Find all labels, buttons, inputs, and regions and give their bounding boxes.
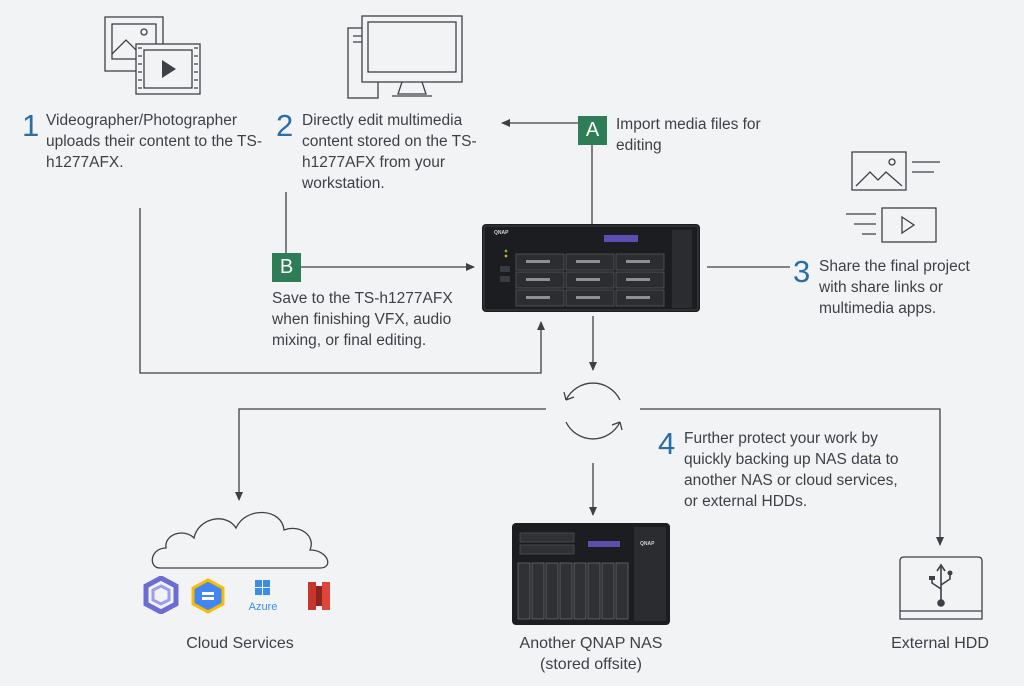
step-3-text: Share the final project with share links… [819, 258, 970, 317]
azure-label: Azure [249, 601, 278, 613]
workstation-icon [347, 15, 463, 99]
step-1-text: Videographer/Photographer uploads their … [46, 112, 262, 171]
offsite-nas-label-line2: (stored offsite) [540, 656, 642, 673]
share-media-icon [846, 151, 940, 243]
badge-a: A [578, 116, 607, 145]
step-1-number: 1 [22, 108, 40, 143]
badge-a-text: Import media files for editing [616, 116, 761, 154]
offsite-nas-label-line1: Another QNAP NAS [519, 635, 663, 652]
step-4-text: Further protect your work by quickly bac… [684, 430, 899, 510]
cloud-icon [151, 511, 329, 569]
aws-s3-icon [308, 582, 330, 610]
external-hdd-label: External HDD [891, 635, 989, 652]
cloud-provider-hexagon-icon [143, 576, 179, 614]
badge-b: B [272, 253, 301, 282]
external-hdd-icon [899, 556, 983, 620]
photo-video-icon [104, 16, 201, 95]
step-4-number: 4 [658, 426, 676, 461]
step-2-text: Directly edit multimedia content stored … [302, 112, 477, 192]
offsite-nas-device: QNAP [512, 523, 670, 625]
badge-b-text: Save to the TS-h1277AFX when finishing V… [272, 290, 453, 349]
azure-icon: Azure [249, 580, 278, 613]
offsite-nas-brand: QNAP [640, 541, 655, 547]
cloud-services-label: Cloud Services [186, 635, 294, 652]
step-3-number: 3 [793, 254, 811, 289]
step-2-number: 2 [276, 108, 294, 143]
google-cloud-storage-icon [191, 578, 225, 614]
main-nas-brand: QNAP [494, 230, 509, 236]
main-nas-device: QNAP [482, 224, 700, 312]
